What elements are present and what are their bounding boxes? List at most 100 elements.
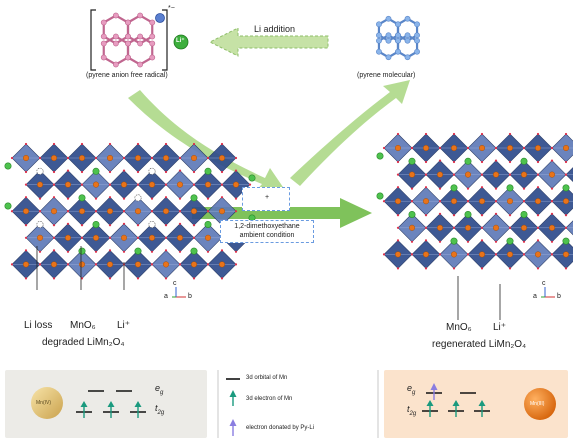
oxygen-atom: [466, 146, 470, 150]
curved-arrow-up: [290, 80, 410, 186]
oxygen-atom: [424, 267, 428, 270]
oxygen-atom: [24, 183, 28, 186]
oxygen-atom: [508, 132, 512, 136]
mn-atom: [204, 181, 211, 188]
oxygen-atom: [206, 250, 210, 253]
oxygen-atom: [66, 250, 70, 253]
left-mno6-label: MnO₆: [70, 320, 96, 331]
mn-atom: [535, 251, 542, 258]
li-addition-arrow: [208, 27, 329, 57]
oxygen-atom: [192, 236, 196, 239]
mn-atom: [563, 198, 570, 205]
li-atom: [4, 202, 12, 210]
mn-atom: [134, 261, 141, 268]
pyrene-atom: [385, 54, 392, 61]
mn-atom: [148, 234, 155, 241]
oxygen-atom: [94, 210, 98, 213]
oxygen-atom: [234, 250, 238, 253]
axis-icon-right: [541, 287, 555, 298]
oxygen-atom: [52, 170, 56, 174]
mn4-panel: [5, 370, 207, 438]
oxygen-atom: [136, 170, 140, 174]
left-li-label: Li⁺: [117, 320, 131, 331]
pyrene-atom: [125, 54, 131, 61]
li-atom: [92, 167, 100, 175]
li-atom: [562, 237, 570, 245]
li-atom: [506, 184, 514, 192]
oxygen-atom: [164, 183, 168, 186]
oxygen-atom: [136, 236, 140, 239]
oxygen-atom: [66, 222, 70, 225]
oxygen-atom: [136, 224, 140, 227]
li-atom: [408, 211, 416, 219]
li-atom: [506, 237, 514, 245]
oxygen-atom: [550, 187, 554, 190]
mn-atom: [148, 181, 155, 188]
oxygen-atom: [192, 277, 196, 280]
oxygen-atom: [192, 224, 196, 227]
oxygen-atom: [550, 212, 554, 215]
mn-atom: [549, 224, 556, 231]
pyrene-atom: [404, 32, 411, 39]
oxygen-atom: [94, 197, 98, 200]
oxygen-atom: [136, 142, 140, 146]
mn-atom: [507, 198, 514, 205]
degraded-crystal-structure: [4, 142, 256, 280]
oxygen-atom: [522, 240, 526, 243]
oxygen-atom: [164, 236, 168, 239]
regenerated-crystal-structure: [376, 132, 573, 270]
oxygen-atom: [452, 160, 456, 164]
oxygen-atom: [410, 240, 414, 243]
left-axis-b: b: [188, 293, 192, 300]
oxygen-atom: [382, 200, 386, 203]
mn-atom: [465, 171, 472, 178]
oxygen-atom: [52, 196, 56, 199]
mn-atom: [176, 181, 183, 188]
oxygen-atom: [424, 186, 428, 189]
oxygen-atom: [536, 226, 540, 229]
oxygen-atom: [438, 200, 442, 203]
mn-atom: [409, 171, 416, 178]
mn-atom: [37, 181, 44, 188]
mn3-ion-label: Mn(III): [530, 401, 545, 407]
pyrene-atom: [376, 32, 382, 39]
oxygen-atom: [206, 197, 210, 200]
oxygen-atom: [550, 200, 554, 203]
oxygen-atom: [494, 200, 498, 203]
li-atom: [78, 247, 86, 255]
oxygen-atom: [108, 196, 112, 199]
condition-line-2: ambient condition: [239, 232, 295, 239]
mn-electron-legend-text: 3d electron of Mn: [246, 396, 293, 402]
degraded-title: degraded LiMn₂O₄: [42, 337, 125, 348]
mn3-ion-sphere: [524, 388, 556, 420]
oxygen-atom: [536, 173, 540, 176]
oxygen-atom: [410, 187, 414, 190]
oxygen-atom: [108, 224, 112, 227]
oxygen-atom: [410, 253, 414, 256]
oxygen-atom: [38, 210, 42, 213]
right-axis-a: a: [533, 293, 537, 300]
curved-arrow-down: [128, 90, 285, 192]
right-li-label: Li⁺: [493, 322, 507, 333]
mn-atom: [106, 154, 113, 161]
regenerated-title: regenerated LiMn₂O₄: [432, 339, 527, 350]
oxygen-atom: [522, 187, 526, 190]
oxygen-atom: [396, 226, 400, 229]
oxygen-atom: [494, 253, 498, 256]
li-atom: [92, 221, 100, 229]
mn-atom: [92, 234, 99, 241]
oxygen-atom: [424, 226, 428, 229]
oxygen-atom: [480, 173, 484, 176]
mn-atom: [535, 144, 542, 151]
oxygen-atom: [192, 170, 196, 174]
oxygen-atom: [564, 226, 568, 229]
pyrene-atom: [137, 61, 144, 68]
pyrene-atom: [125, 40, 131, 47]
oxygen-atom: [248, 183, 252, 186]
oxygen-atom: [438, 240, 442, 243]
oxygen-atom: [24, 224, 28, 227]
mn-atom: [521, 171, 528, 178]
oxygen-atom: [396, 239, 400, 242]
mn4-electrons: [80, 401, 142, 418]
oxygen-atom: [178, 169, 182, 172]
